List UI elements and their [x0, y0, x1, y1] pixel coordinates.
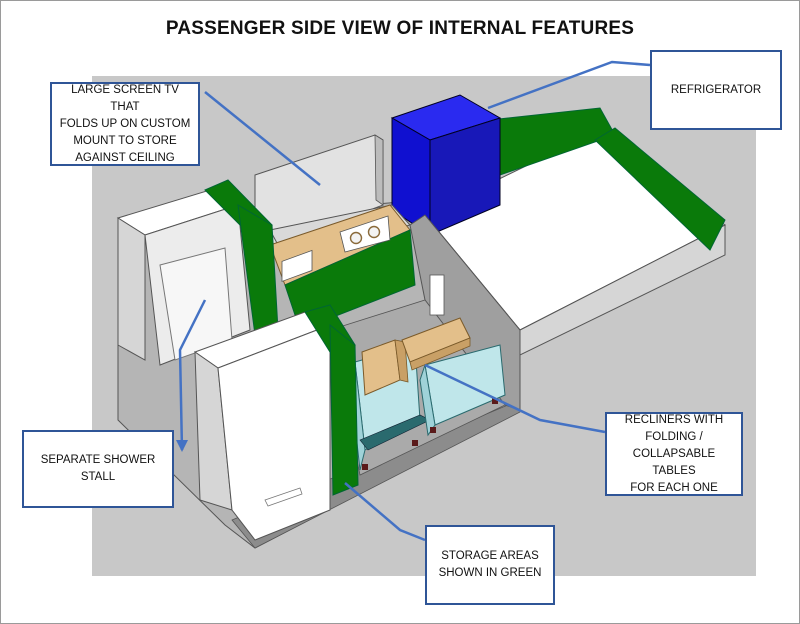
folding-table-left [361, 339, 409, 396]
callout-refrigerator: REFRIGERATOR [650, 50, 782, 130]
window [429, 274, 445, 316]
shower-stall-front [117, 217, 146, 361]
shower-arrowhead-icon [176, 440, 188, 452]
callout-tv: LARGE SCREEN TV THAT FOLDS UP ON CUSTOM … [50, 82, 200, 166]
diagram-title: PASSENGER SIDE VIEW OF INTERNAL FEATURES [165, 18, 635, 39]
callout-storage-text: STORAGE AREAS SHOWN IN GREEN [438, 550, 542, 579]
callout-recliners-text: RECLINERS WITH FOLDING / COLLAPSABLE TAB… [624, 413, 724, 494]
cooktop [339, 215, 391, 253]
leader-shower [178, 299, 207, 451]
storage-cabinet-right [594, 127, 726, 251]
refrigerator-side [429, 117, 501, 236]
callout-tv-text: LARGE SCREEN TV THAT FOLDS UP ON CUSTOM … [59, 83, 191, 164]
burner-right-icon [367, 225, 381, 239]
leader-tv [204, 91, 321, 186]
tv-screen-edge [374, 134, 384, 206]
callout-refrigerator-text: REFRIGERATOR [670, 83, 762, 96]
storage-tower-front-face [329, 323, 359, 496]
burner-left-icon [349, 231, 363, 245]
sink [281, 249, 313, 282]
leader-refrigerator [487, 60, 651, 110]
cabinet-door-handle [264, 487, 303, 507]
folding-table-right [401, 317, 471, 371]
callout-recliners: RECLINERS WITH FOLDING / COLLAPSABLE TAB… [605, 412, 743, 496]
callout-storage: STORAGE AREAS SHOWN IN GREEN [425, 525, 555, 605]
callout-shower-text: SEPARATE SHOWER STALL [40, 454, 156, 483]
kitchen-cabinet-front [284, 229, 416, 331]
front-cabinet-face [217, 324, 331, 541]
leader-storage [344, 482, 426, 542]
leader-lines [178, 60, 651, 542]
callout-shower: SEPARATE SHOWER STALL [22, 430, 174, 508]
leader-recliners [424, 363, 606, 434]
